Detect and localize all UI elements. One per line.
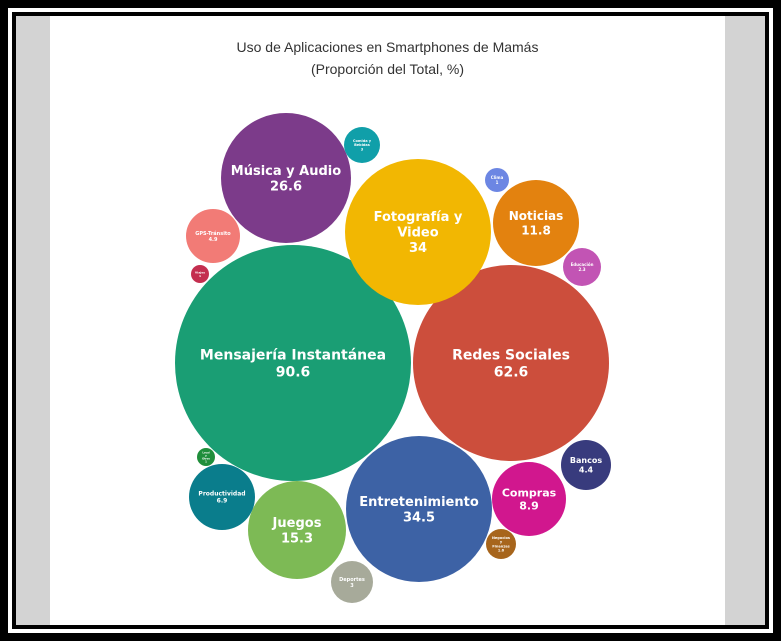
bubble-circle-fotografia-y-video <box>345 159 491 305</box>
bubble-value-gps-transito: 4.9 <box>209 237 218 243</box>
chart-title-block: Uso de Aplicaciones en Smartphones de Ma… <box>50 36 725 80</box>
bubble-label-noticias: Noticias <box>509 209 564 223</box>
bubble-circle-musica-y-audio <box>221 113 351 243</box>
chart-title: Uso de Aplicaciones en Smartphones de Ma… <box>236 39 539 55</box>
bubble-value-bancos: 4.4 <box>579 466 594 475</box>
bubble-value-comida-y-bebidas: 3 <box>361 147 364 151</box>
bubble-circle-entretenimiento <box>346 436 492 582</box>
bubble-value-entretenimiento: 34.5 <box>403 510 435 525</box>
bubble-label-educacion: Educación <box>571 262 594 267</box>
bubble-label-deportes: Deportes <box>339 577 365 583</box>
bubble-label-productividad: Productividad <box>198 491 245 498</box>
bubble-circle-viajes <box>191 265 209 283</box>
bubble-value-educacion: 2.3 <box>578 267 585 272</box>
bubble-label-musica-y-audio: Música y Audio <box>231 164 341 179</box>
bubble-value-noticias: 11.8 <box>521 223 551 237</box>
bubble-value-compras: 8.9 <box>519 499 539 512</box>
bubble-label-entretenimiento: Entretenimiento <box>359 495 479 510</box>
bubble-label-juegos: Juegos <box>272 516 322 531</box>
bubble-label-viajes: Viajes <box>195 270 205 274</box>
bubble-circle-educacion <box>563 248 601 286</box>
bubble-circle-juegos <box>248 481 346 579</box>
bubble-value-fotografia-y-video: 34 <box>409 241 427 256</box>
bubble-value-musica-y-audio: 26.6 <box>270 179 302 194</box>
bubble-circle-redes-sociales <box>413 265 609 461</box>
chart-panel: Uso de Aplicaciones en Smartphones de Ma… <box>50 16 725 625</box>
bubble-circle-productividad <box>189 464 255 530</box>
bubble-circle-local-y-otros <box>197 448 215 466</box>
bubble-value-negocios-y-finanzas: 1.6 <box>498 549 505 553</box>
bubble-circle-comida-y-bebidas <box>344 127 380 163</box>
bubble-circle-compras <box>492 462 566 536</box>
bubble-circle-noticias <box>493 180 579 266</box>
bubble-value-viajes: 1 <box>199 274 201 278</box>
bubble-circle-clima <box>485 168 509 192</box>
bubble-value-mensajeria-instantanea: 90.6 <box>276 364 311 380</box>
bubble-circle-negocios-y-finanzas <box>486 529 516 559</box>
bubble-label-compras: Compras <box>502 486 557 499</box>
bubble-label-mensajeria-instantanea: Mensajería Instantánea <box>200 348 386 364</box>
bubble-label-clima: Clima <box>491 175 504 180</box>
bubble-value-productividad: 6.9 <box>217 498 228 505</box>
bubble-circle-mensajeria-instantanea <box>175 245 411 481</box>
bubble-circle-gps-transito <box>186 209 240 263</box>
bubble-value-juegos: 15.3 <box>281 531 313 546</box>
bubble-value-redes-sociales: 62.6 <box>494 364 529 380</box>
bubble-value-local-y-otros: 1 <box>205 459 207 463</box>
bubble-label-gps-transito: GPS-Tránsito <box>195 230 231 237</box>
chart-subtitle: (Proporción del Total, %) <box>310 61 465 77</box>
bubble-value-deportes: 3 <box>350 583 354 589</box>
bubble-label-redes-sociales: Redes Sociales <box>452 348 570 364</box>
bubble-circle-bancos <box>561 440 611 490</box>
bubble-label-bancos: Bancos <box>570 456 602 465</box>
bubble-circle-deportes <box>331 561 373 603</box>
bubble-value-clima: 1 <box>496 180 499 185</box>
